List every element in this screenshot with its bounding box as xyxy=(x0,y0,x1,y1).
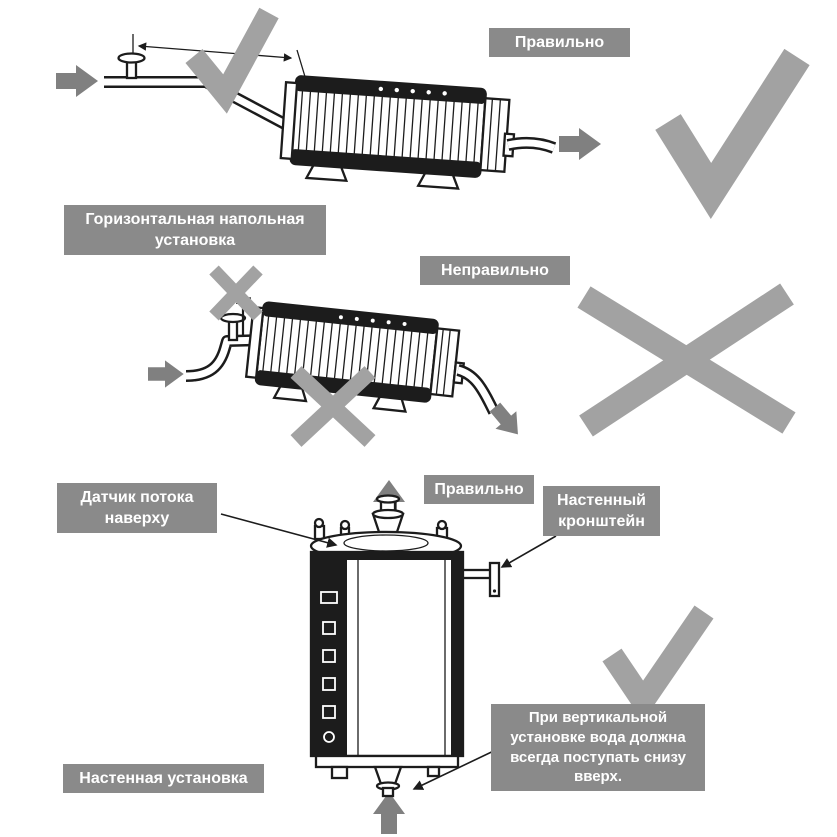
label-horizontal-caption: Горизонтальная напольная установка xyxy=(64,205,326,256)
outlet-pipe xyxy=(506,136,557,154)
note-pointer xyxy=(412,746,503,790)
check-icon xyxy=(185,7,279,114)
bottom-ring xyxy=(314,754,460,769)
heater-top-band xyxy=(295,76,486,104)
outlet-pipe xyxy=(456,364,500,415)
check-icon xyxy=(602,605,714,722)
control-panel xyxy=(311,560,347,756)
label-correct-vertical: Правильно xyxy=(424,475,534,505)
panel-indicator xyxy=(323,731,335,743)
heater-rib-lines xyxy=(297,80,480,173)
cross-icon xyxy=(577,283,796,437)
check-icon xyxy=(655,48,810,220)
flow-arrow-icon xyxy=(148,360,184,388)
wall-bracket-arm xyxy=(461,568,495,580)
bottom-stub xyxy=(330,765,349,780)
label-flow-sensor: Датчик потока наверху xyxy=(57,483,217,534)
heater-foot xyxy=(371,395,408,413)
cross-icon xyxy=(290,366,376,447)
flow-arrow-icon xyxy=(373,792,405,834)
heater-foot xyxy=(416,172,460,190)
flow-sensor-pointer xyxy=(220,513,338,548)
wall-bracket-plate xyxy=(488,561,501,598)
heater-foot xyxy=(272,385,308,403)
heater-vertical xyxy=(309,494,501,798)
bottom-stub xyxy=(426,765,441,778)
horizontal-incorrect-diagram xyxy=(148,265,796,447)
panel-button xyxy=(322,677,336,691)
cross-icon xyxy=(209,265,263,321)
heater-foot xyxy=(304,164,349,183)
label-vertical-note: При вертикальной установке вода должна в… xyxy=(491,704,705,792)
horizontal-correct-diagram xyxy=(56,7,810,220)
flow-arrow-icon xyxy=(56,65,98,97)
heater-horizontal xyxy=(279,75,516,190)
vertical-correct-diagram xyxy=(220,480,714,834)
panel-display xyxy=(320,591,338,604)
label-wall-caption: Настенная установка xyxy=(63,764,264,794)
label-incorrect: Неправильно xyxy=(420,256,570,286)
valve-handwheel xyxy=(117,52,146,64)
dimension-arrow-icon xyxy=(137,42,293,62)
label-correct-horizontal: Правильно xyxy=(489,28,630,58)
heater-bottom-band xyxy=(290,149,481,177)
heater-rib-lines xyxy=(261,306,430,398)
flow-arrow-icon xyxy=(559,128,601,160)
inlet-pipe xyxy=(104,76,301,137)
valve-handwheel xyxy=(219,312,247,324)
bracket-pointer xyxy=(500,535,557,568)
panel-button xyxy=(322,621,336,635)
heater-horizontal xyxy=(244,301,466,413)
panel-button xyxy=(322,705,336,719)
callout-connectors xyxy=(220,513,557,790)
inlet-pipe-with-valve xyxy=(185,289,263,382)
panel-button xyxy=(322,649,336,663)
left-end-cap xyxy=(279,81,299,161)
heater-top-band xyxy=(263,302,438,334)
label-wall-bracket: Настенный кронштейн xyxy=(543,486,660,537)
